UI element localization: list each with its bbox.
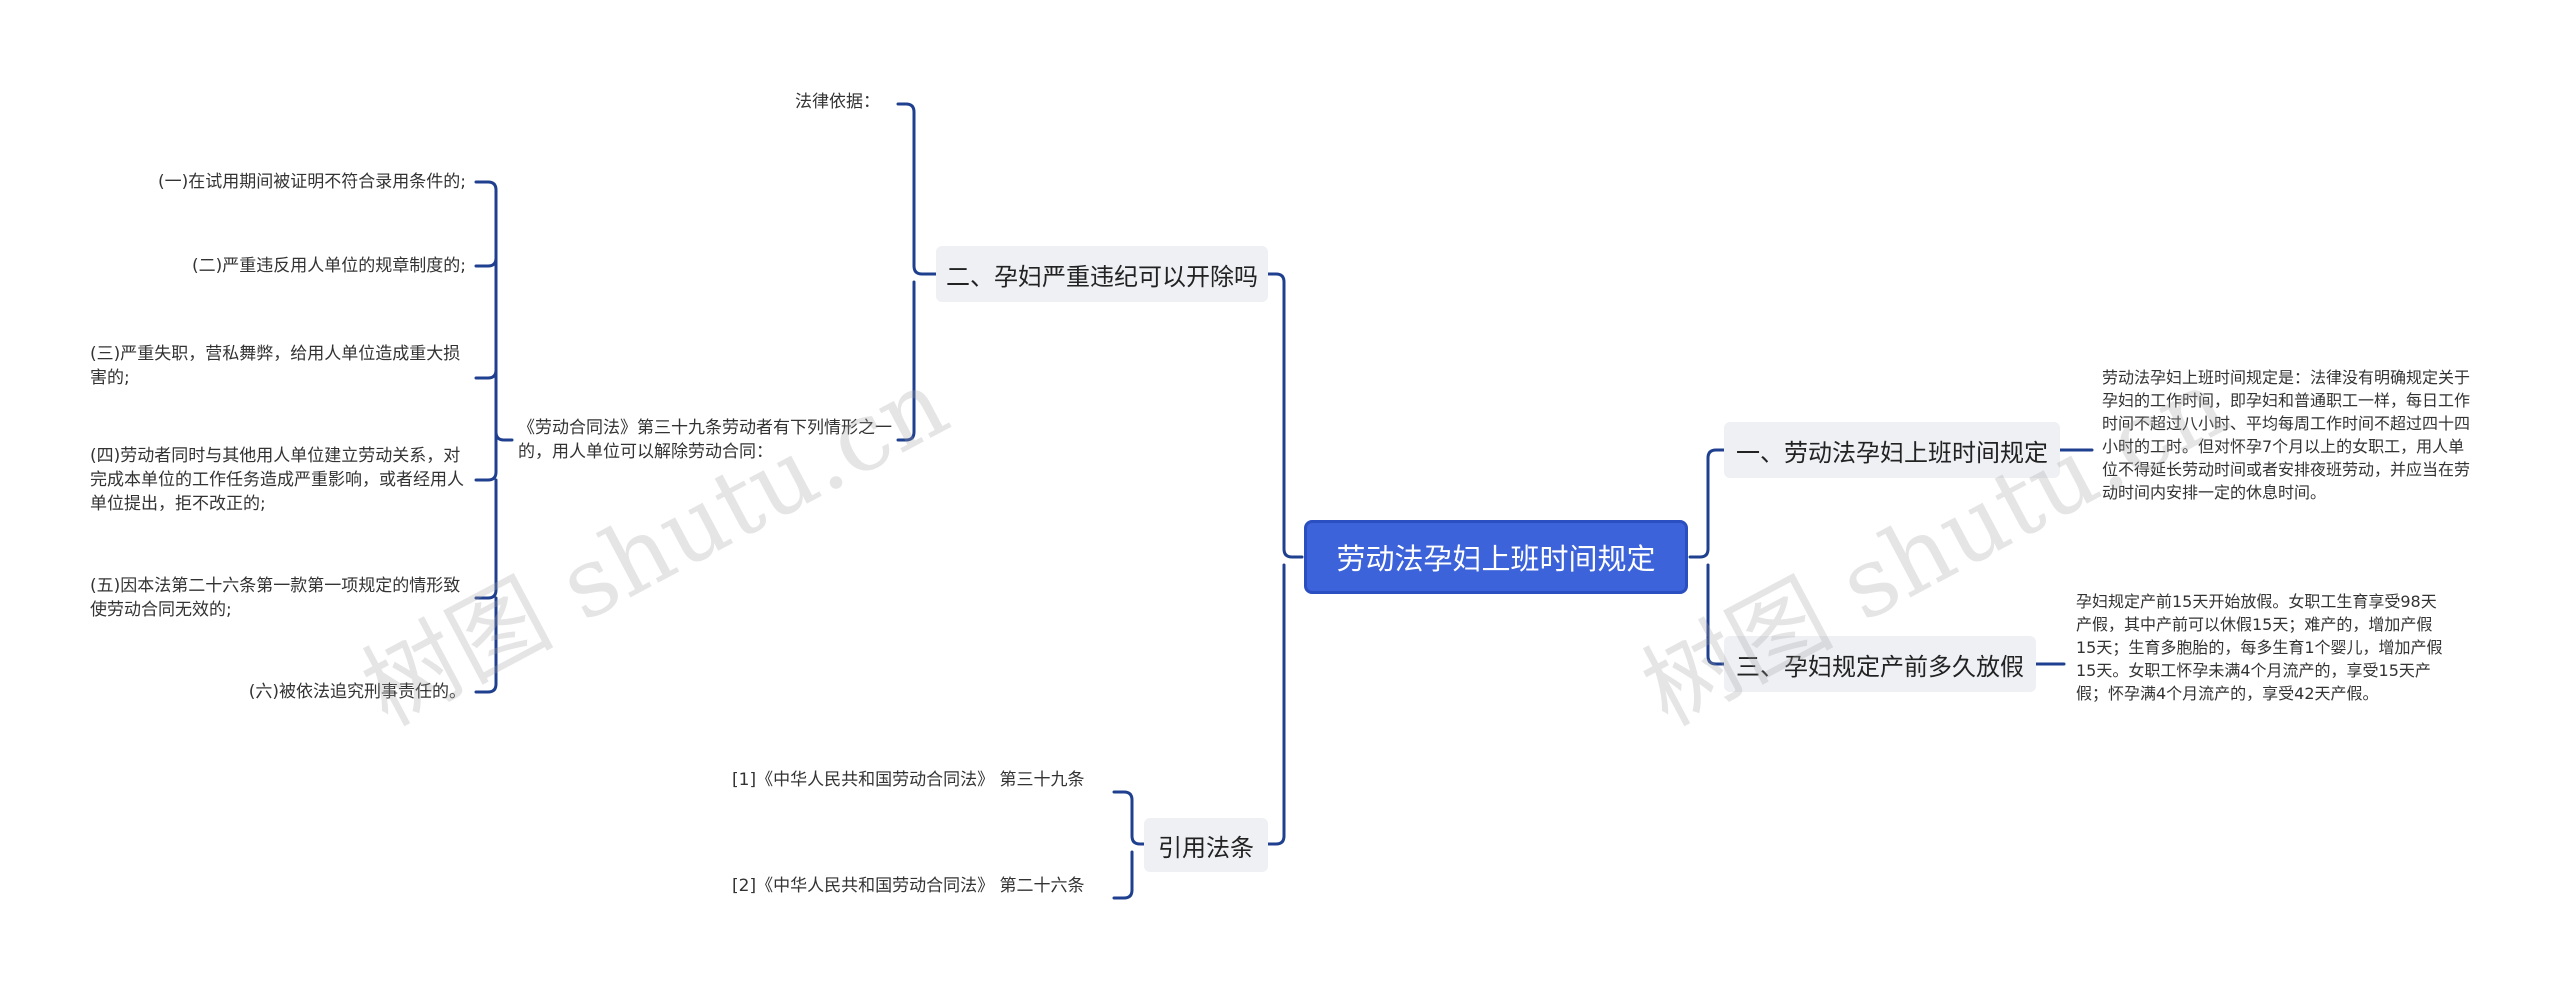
law-item: (六)被依法追究刑事责任的。 — [248, 682, 466, 702]
branch-maternity-leave[interactable]: 三、孕妇规定产前多久放假 — [1724, 636, 2036, 692]
work-hours-text: 劳动法孕妇上班时间规定是：法律没有明确规定关于孕妇的工作时间，即孕妇和普通职工一… — [2102, 368, 2471, 502]
law-item: (五)因本法第二十六条第一款第一项规定的情形致使劳动合同无效的; — [90, 576, 461, 620]
root-node[interactable]: 劳动法孕妇上班时间规定 — [1304, 520, 1688, 594]
law-item: (一)在试用期间被证明不符合录用条件的; — [158, 172, 466, 192]
branch-cited-laws-title: 引用法条 — [1158, 833, 1254, 862]
connector-root-right — [1688, 448, 1726, 666]
connector-b4-bracket — [1112, 790, 1146, 900]
maternity-leave-text: 孕妇规定产前15天开始放假。女职工生育享受98天产假，其中产前可以休假15天；难… — [2076, 592, 2443, 703]
branch-maternity-leave-title: 三、孕妇规定产前多久放假 — [1736, 652, 2024, 681]
cited-law-ref[interactable]: [1]《中华人民共和国劳动合同法》 第三十九条 — [732, 770, 1085, 790]
branch-dismissal-title: 二、孕妇严重违纪可以开除吗 — [946, 262, 1258, 291]
root-title: 劳动法孕妇上班时间规定 — [1336, 542, 1656, 576]
law-item: (四)劳动者同时与其他用人单位建立劳动关系，对完成本单位的工作任务造成严重影响，… — [90, 446, 464, 514]
branch-work-hours[interactable]: 一、劳动法孕妇上班时间规定 — [1724, 422, 2060, 478]
law-item: (二)严重违反用人单位的规章制度的; — [192, 256, 466, 276]
connector-law-bracket — [474, 180, 514, 694]
connector-root-left — [1266, 272, 1304, 846]
branch-cited-laws[interactable]: 引用法条 — [1144, 818, 1268, 872]
cited-law-ref[interactable]: [2]《中华人民共和国劳动合同法》 第二十六条 — [732, 876, 1085, 896]
branch-dismissal[interactable]: 二、孕妇严重违纪可以开除吗 — [936, 246, 1268, 302]
law-intro-text: 《劳动合同法》第三十九条劳动者有下列情形之一的，用人单位可以解除劳动合同： — [518, 418, 892, 462]
connector-b2-bracket — [896, 102, 938, 442]
law-item: (三)严重失职，营私舞弊，给用人单位造成重大损害的; — [90, 344, 461, 388]
legal-basis-label: 法律依据： — [795, 92, 880, 112]
branch-work-hours-title: 一、劳动法孕妇上班时间规定 — [1736, 438, 2048, 467]
